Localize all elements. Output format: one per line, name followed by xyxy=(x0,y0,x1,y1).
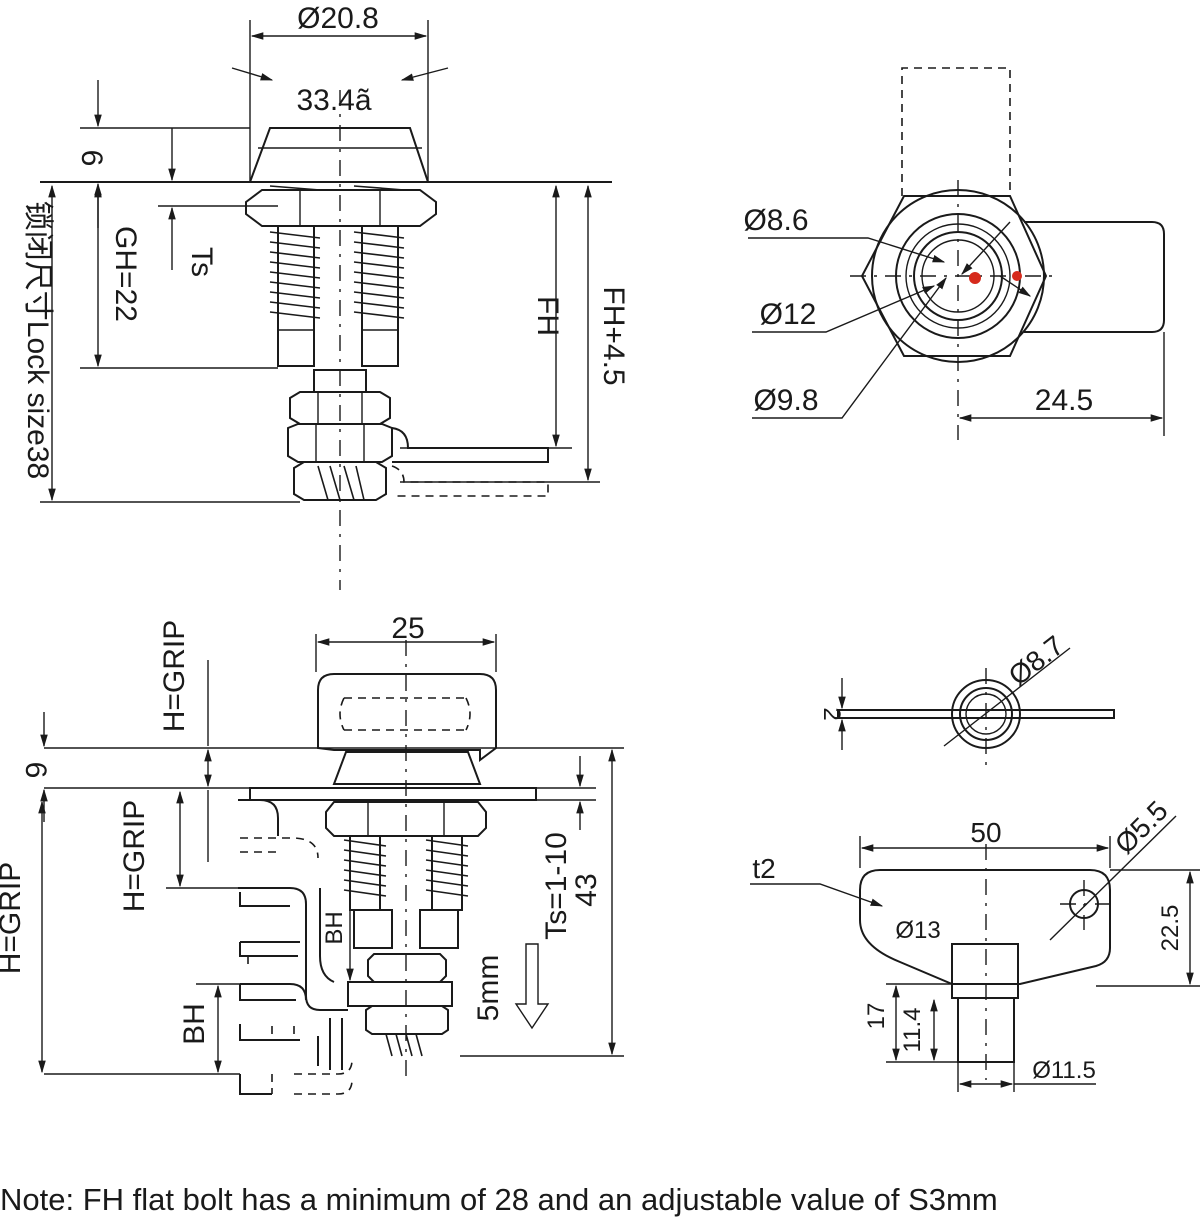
dia-12-label: Ø12 xyxy=(760,298,817,331)
lock-side-view: Ø20.8 33.4ã xyxy=(21,2,630,590)
width-245-label: 24.5 xyxy=(1035,384,1093,417)
fh-label: FH xyxy=(531,296,564,336)
washer-view: Ø8.7 2 xyxy=(818,630,1115,770)
shaft-dia-label: Ø11.5 xyxy=(1032,1057,1096,1084)
dia-top-label: Ø20.8 xyxy=(297,2,379,35)
stud-threads-left xyxy=(269,185,405,319)
boss-dia-label: Ø13 xyxy=(895,917,940,944)
lock-size-label: 锁闭尺寸Lock size38 xyxy=(21,201,54,479)
fh-plus-label: FH+4.5 xyxy=(597,286,630,385)
dia-98-label: Ø9.8 xyxy=(753,384,818,417)
lock-front-view: Ø8.6 Ø12 Ø9.8 24.5 xyxy=(743,67,1165,440)
dim-6-grip-label: 6 xyxy=(19,762,52,779)
angle-label: 33.4ã xyxy=(296,84,371,117)
gh-label: GH=22 xyxy=(109,226,142,322)
ts-label: Ts xyxy=(185,247,218,277)
bh-b-label: BH xyxy=(321,911,348,944)
h-grip-b-label: H=GRIP xyxy=(118,800,151,913)
grip-assembly-view: 25 xyxy=(0,612,624,1095)
washer-thickness-label: 2 xyxy=(818,707,845,720)
travel-label: 5mm xyxy=(472,955,505,1022)
marker-dot-edge xyxy=(1012,271,1022,281)
width-25-label: 25 xyxy=(391,612,424,645)
cam-thickness-label: t2 xyxy=(752,853,775,884)
ts-range-label: Ts=1-10 xyxy=(540,832,573,940)
cam-width-label: 22.5 xyxy=(1157,905,1184,952)
footnote: Note: FH flat bolt has a minimum of 28 a… xyxy=(0,1182,998,1217)
cam-length-label: 50 xyxy=(970,817,1001,848)
cam-view: 50 Ø5.5 t2 22.5 Ø13 17 11.4 Ø11.5 xyxy=(750,795,1200,1092)
h-grip-c-label: H=GRIP xyxy=(0,862,27,975)
dim-6-label: 6 xyxy=(75,150,108,167)
washer-dia-label: Ø8.7 xyxy=(1003,630,1070,692)
height-17-label: 17 xyxy=(863,1003,890,1030)
dia-86-label: Ø8.6 xyxy=(743,204,808,237)
marker-dot-center xyxy=(969,272,981,284)
h-grip-a-label: H=GRIP xyxy=(158,620,191,733)
dim-43-label: 43 xyxy=(570,873,603,906)
bh-a-label: BH xyxy=(178,1003,211,1045)
technical-drawing: Ø20.8 33.4ã xyxy=(0,2,1200,1095)
height-114-label: 11.4 xyxy=(899,1008,926,1053)
